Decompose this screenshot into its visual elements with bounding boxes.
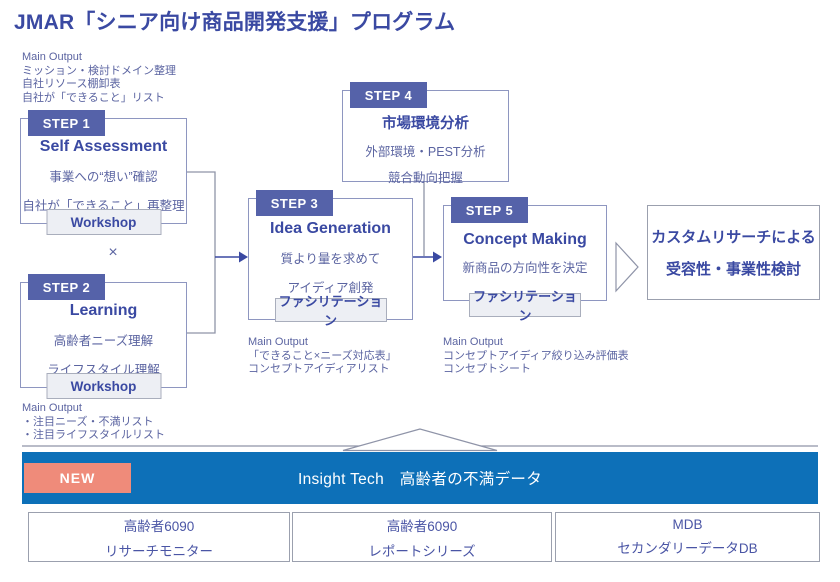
main-output-heading: Main Output [22, 51, 82, 63]
main-output-step5: Main Output コンセプトアイディア絞り込み評価表 コンセプトシート [443, 336, 629, 377]
step5-box: STEP 5 Concept Making 新商品の方向性を決定 ファシリテーシ… [443, 197, 607, 323]
main-output-heading: Main Output [22, 402, 82, 414]
source-line: MDB [672, 517, 703, 532]
main-output-line: ミッション・検討ドメイン整理 [22, 64, 176, 77]
step1-title: Self Assessment [39, 138, 168, 155]
main-output-line: 自社リソース棚卸表 [22, 78, 121, 90]
step2-line: 高齢者ニーズ理解 [53, 334, 154, 348]
step1-workshop-chip: Workshop [46, 209, 161, 235]
merge-connector-line [185, 171, 216, 334]
main-output-step3: Main Output 「できること×ニーズ対応表」 コンセプトアイディアリスト [248, 336, 397, 377]
main-output-heading: Main Output [248, 336, 308, 348]
source-line: レポートシリーズ [368, 543, 476, 559]
step5-badge: STEP 5 [451, 197, 528, 223]
main-output-line: コンセプトアイディア絞り込み評価表 [443, 349, 629, 362]
main-output-step2: Main Output ・注目ニーズ・不満リスト ・注目ライフスタイルリスト [22, 402, 165, 443]
new-badge: NEW [24, 463, 131, 493]
step4-line: 競合動向把握 [387, 171, 463, 185]
main-output-line: ・注目ニーズ・不満リスト [22, 415, 154, 428]
main-output-heading: Main Output [443, 336, 503, 348]
main-output-line: 自社が「できること」リスト [22, 91, 165, 104]
step2-badge: STEP 2 [28, 274, 105, 300]
main-output-line: コンセプトシート [443, 363, 531, 375]
step2-title: Learning [69, 302, 138, 319]
step5-line: 新商品の方向性を決定 [462, 261, 588, 275]
source-line: 高齢者6090 [386, 518, 458, 534]
page-title: JMAR「シニア向け商品開発支援」プログラム [14, 11, 456, 34]
right-triangle-icon [615, 241, 639, 293]
main-output-step1: Main Output ミッション・検討ドメイン整理 自社リソース棚卸表 自社が… [22, 51, 176, 105]
custom-research-line: 受容性・事業性検討 [665, 261, 801, 278]
step4-line: 外部環境・PEST分析 [365, 145, 486, 159]
step4-badge: STEP 4 [350, 82, 427, 108]
step3-badge: STEP 3 [256, 190, 333, 216]
multiply-sign: × [108, 244, 118, 261]
arrow-to-step5-head-icon [433, 251, 442, 263]
insight-tech-label: Insight Tech 高齢者の不満データ [297, 471, 543, 488]
arrow-to-step3-head-icon [239, 251, 248, 263]
insight-tech-bar: NEW Insight Tech 高齢者の不満データ [22, 452, 818, 504]
custom-research-line: カスタムリサーチによる [651, 229, 816, 246]
source-box-report-series: 高齢者6090 レポートシリーズ [292, 512, 552, 562]
source-line: リサーチモニター [105, 543, 213, 559]
step3-facilitation-chip: ファシリテーション [274, 294, 387, 328]
step2-workshop-chip: Workshop [46, 373, 161, 399]
up-triangle-icon [342, 428, 498, 452]
custom-research-box: カスタムリサーチによる 受容性・事業性検討 [647, 205, 820, 300]
step4-title: 市場環境分析 [382, 116, 469, 132]
main-output-line: 「できること×ニーズ対応表」 [248, 349, 397, 362]
step4-box: STEP 4 市場環境分析 外部環境・PEST分析 競合動向把握 [342, 82, 509, 185]
step1-line: 事業への“想い”確認 [49, 170, 158, 184]
source-line: セカンダリーデータDB [617, 541, 758, 556]
step3-title: Idea Generation [270, 220, 391, 237]
main-output-line: コンセプトアイディアリスト [248, 363, 390, 375]
step5-facilitation-chip: ファシリテーション [469, 289, 581, 323]
main-output-line: ・注目ライフスタイルリスト [22, 429, 165, 441]
step2-box: STEP 2 Learning 高齢者ニーズ理解 ライフスタイル理解 Works… [20, 274, 187, 399]
step1-badge: STEP 1 [28, 110, 105, 136]
step5-title: Concept Making [463, 231, 587, 248]
step1-box: STEP 1 Self Assessment 事業への“想い”確認 自社が「でき… [20, 110, 187, 235]
source-box-mdb: MDB セカンダリーデータDB [555, 512, 820, 562]
source-line: 高齢者6090 [123, 518, 195, 534]
source-box-research-monitor: 高齢者6090 リサーチモニター [28, 512, 290, 562]
step3-line: アイディア創発 [287, 281, 374, 295]
step3-line: 質より量を求めて [280, 252, 381, 266]
step3-box: STEP 3 Idea Generation 質より量を求めて アイディア創発 … [248, 190, 413, 328]
